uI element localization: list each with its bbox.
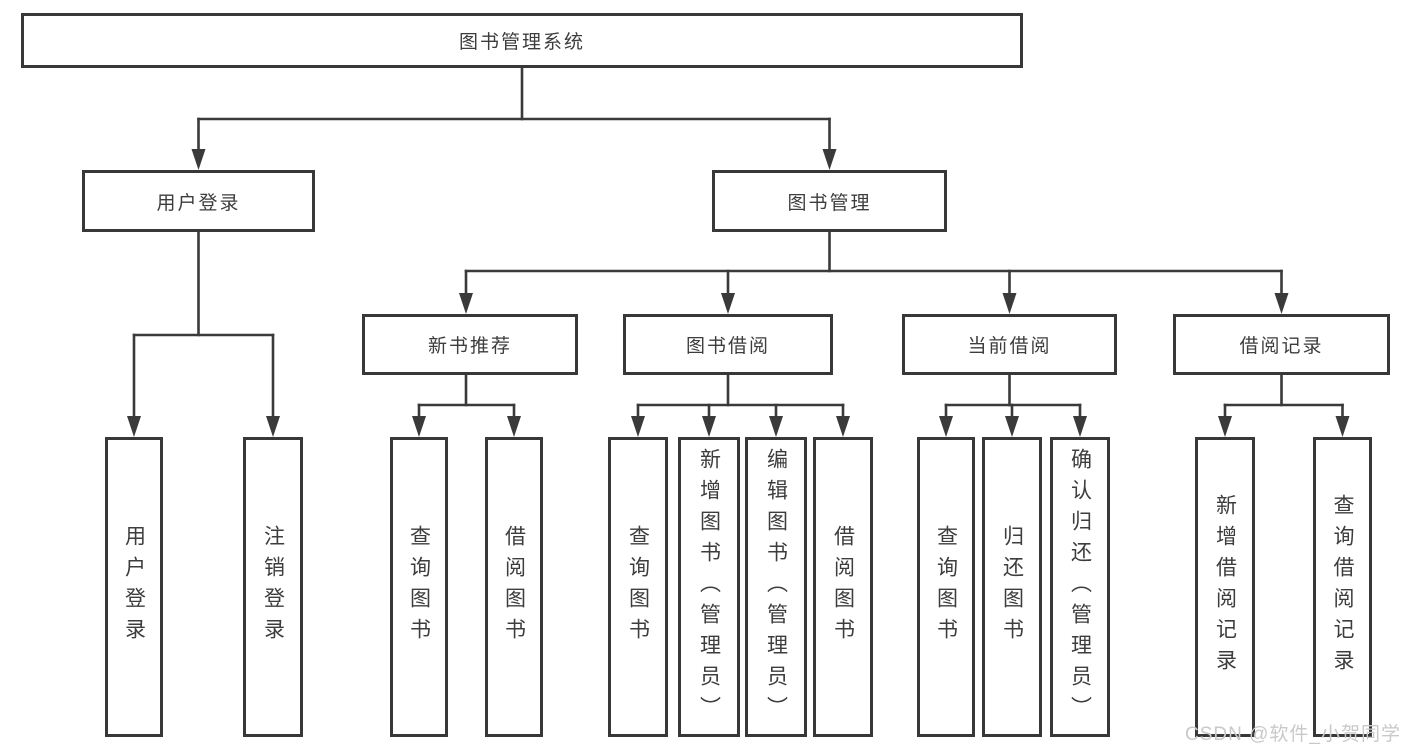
node-new-book-recommend: 新书推荐: [362, 314, 578, 375]
node-library-management-system: 图书管理系统: [21, 13, 1023, 68]
leaf-user-login: 用户登录: [105, 437, 163, 737]
leaf-add-books-admin: 新增图书（管理员）: [678, 437, 740, 737]
node-current-borrowing: 当前借阅: [902, 314, 1117, 375]
leaf-query-books-current: 查询图书: [917, 437, 975, 737]
leaf-add-borrow-record: 新增借阅记录: [1195, 437, 1255, 737]
leaf-label: 编辑图书（管理员）: [764, 447, 788, 727]
leaf-label: 新增图书（管理员）: [697, 447, 721, 727]
leaf-label: 新增借阅记录: [1213, 494, 1237, 680]
leaf-confirm-return-admin: 确认归还（管理员）: [1050, 437, 1110, 737]
leaf-borrow-books-recommend: 借阅图书: [485, 437, 543, 737]
leaf-query-books-borrowing: 查询图书: [608, 437, 668, 737]
leaf-borrow-books-borrowing: 借阅图书: [813, 437, 873, 737]
node-user-login: 用户登录: [82, 170, 315, 232]
leaf-query-borrow-record: 查询借阅记录: [1313, 437, 1372, 737]
leaf-query-books-recommend: 查询图书: [390, 437, 448, 737]
leaf-label: 归还图书: [1000, 525, 1024, 649]
leaf-label: 确认归还（管理员）: [1068, 447, 1092, 727]
node-book-management: 图书管理: [712, 170, 947, 232]
csdn-watermark: CSDN @软件_小贺同学: [1185, 724, 1401, 745]
leaf-label: 用户登录: [122, 525, 146, 649]
leaf-label: 借阅图书: [831, 525, 855, 649]
leaf-logout: 注销登录: [243, 437, 303, 737]
node-book-borrowing: 图书借阅: [623, 314, 833, 375]
leaf-label: 查询图书: [407, 525, 431, 649]
leaf-label: 查询图书: [626, 525, 650, 649]
leaf-edit-books-admin: 编辑图书（管理员）: [745, 437, 807, 737]
node-borrowing-records: 借阅记录: [1173, 314, 1390, 375]
leaf-label: 借阅图书: [502, 525, 526, 649]
leaf-label: 注销登录: [261, 525, 285, 649]
leaf-return-books: 归还图书: [982, 437, 1042, 737]
leaf-label: 查询借阅记录: [1331, 494, 1354, 680]
leaf-label: 查询图书: [934, 525, 958, 649]
